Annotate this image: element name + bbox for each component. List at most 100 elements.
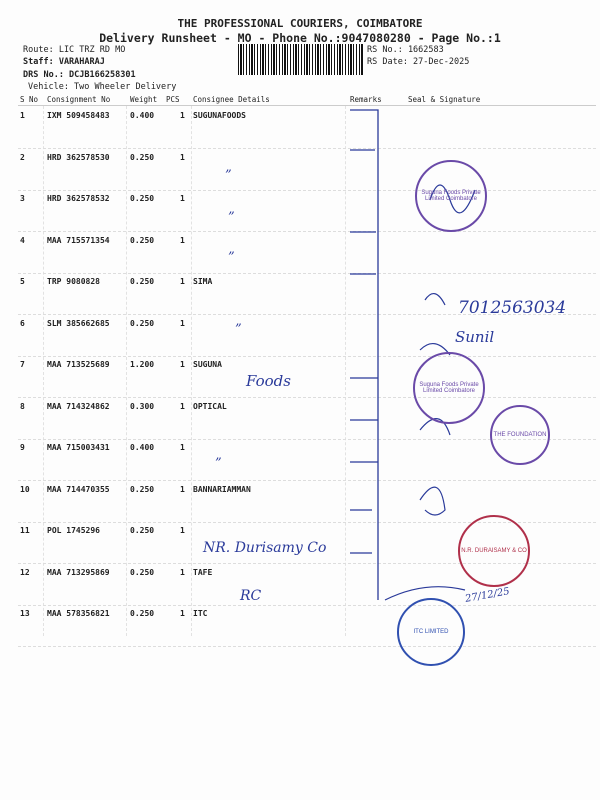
col-pcs: PCS	[166, 95, 180, 104]
pcs: 1	[180, 567, 185, 577]
s-no: 3	[20, 194, 25, 203]
consignment-no: SLM 385662685	[47, 318, 110, 328]
s-no: 11	[20, 526, 30, 535]
company-name: THE PROFESSIONAL COURIERS, COIMBATORE	[177, 17, 423, 30]
s-no: 9	[20, 443, 25, 452]
table-row: 10 MAA 714470355 0.250 1 BANNARIAMMAN	[18, 481, 596, 523]
handwritten-phone: 7012563034	[458, 298, 567, 318]
weight: 0.250	[130, 609, 155, 618]
table-row: 2 HRD 362578530 0.250 1	[18, 149, 596, 191]
ditto-mark: ”	[225, 168, 232, 183]
consignment-no: MAA 714470355	[47, 484, 110, 494]
s-no: 13	[20, 609, 30, 618]
consignment-no: HRD 362578530	[47, 152, 110, 162]
company-stamp: Suguna Foods Private Limited Coimbatore	[415, 160, 487, 232]
weight: 0.400	[130, 443, 155, 452]
s-no: 8	[20, 401, 25, 411]
pcs: 1	[180, 609, 185, 618]
weight: 0.250	[130, 318, 155, 328]
route: Route: LIC TRZ RD MO	[23, 45, 126, 55]
col-consignee: Consignee Details	[193, 95, 270, 104]
consignee: SUGUNA	[193, 360, 222, 369]
table-row: 1 IXM 509458483 0.400 1 SUGUNAFOODS	[18, 107, 596, 149]
col-consignment: Consignment No	[47, 95, 111, 104]
pcs: 1	[180, 401, 185, 411]
consignment-no: MAA 715571354	[47, 235, 110, 245]
table-row: 9 MAA 715003431 0.400 1	[18, 439, 596, 481]
pcs: 1	[180, 111, 185, 120]
company-stamp: N.R. DURAISAMY & CO	[458, 515, 530, 587]
col-sno: S No	[20, 95, 39, 104]
s-no: 12	[20, 567, 30, 577]
handwritten-rc: RC	[240, 588, 262, 604]
consignment-no: MAA 713525689	[47, 360, 110, 369]
weight: 0.250	[130, 277, 155, 286]
table-row: 12 MAA 713295869 0.250 1 TAFE	[18, 564, 596, 606]
weight: 0.250	[130, 152, 155, 162]
weight: 1.200	[130, 360, 155, 369]
s-no: 1	[20, 111, 25, 120]
handwritten-consignee: NR. Durisamy Co	[203, 540, 327, 556]
s-no: 10	[20, 484, 30, 494]
table-row: 11 POL 1745296 0.250 1	[18, 522, 596, 564]
ditto-mark: ”	[228, 250, 235, 265]
pcs: 1	[180, 443, 185, 452]
weight: 0.250	[130, 526, 155, 535]
consignee: ITC	[193, 609, 208, 618]
pcs: 1	[180, 318, 185, 328]
table-row: 7 MAA 713525689 1.200 1 SUGUNA	[18, 356, 596, 398]
company-stamp: ITC LIMITED	[397, 598, 465, 666]
s-no: 5	[20, 277, 25, 286]
consignment-no: TRP 9080828	[47, 277, 100, 286]
consignee: SUGUNAFOODS	[193, 111, 246, 120]
handwritten-name: Sunil	[455, 328, 495, 346]
pcs: 1	[180, 360, 185, 369]
pcs: 1	[180, 277, 185, 286]
table-header: S No Consignment No Weight PCS Consignee…	[18, 95, 596, 106]
vehicle: Vehicle: Two Wheeler Delivery	[28, 82, 177, 92]
weight: 0.250	[130, 484, 155, 494]
pcs: 1	[180, 152, 185, 162]
weight: 0.300	[130, 401, 155, 411]
runsheet-title: Delivery Runsheet - MO - Phone No.:90470…	[99, 31, 501, 45]
weight: 0.250	[130, 194, 155, 203]
table-row: 13 MAA 578356821 0.250 1 ITC	[18, 605, 596, 647]
consignee: TAFE	[193, 567, 213, 577]
s-no: 2	[20, 152, 25, 162]
weight: 0.400	[130, 111, 155, 120]
handwritten-foods: Foods	[246, 372, 291, 390]
company-stamp: Suguna Foods Private Limited Coimbatore	[413, 352, 485, 424]
pcs: 1	[180, 484, 185, 494]
consignee: OPTICAL	[193, 401, 227, 411]
consignment-no: MAA 713295869	[47, 567, 110, 577]
s-no: 7	[20, 360, 25, 369]
consignment-no: MAA 714324862	[47, 401, 110, 411]
consignment-no: HRD 362578532	[47, 194, 110, 203]
pcs: 1	[180, 194, 185, 203]
consignment-no: MAA 578356821	[47, 609, 110, 618]
table-row: 8 MAA 714324862 0.300 1 OPTICAL	[18, 398, 596, 440]
consignment-no: POL 1745296	[47, 526, 100, 535]
weight: 0.250	[130, 567, 155, 577]
company-stamp: THE FOUNDATION	[490, 405, 550, 465]
staff: Staff: VARAHARAJ	[23, 57, 105, 67]
drs-number: DRS No.: DCJB166258301	[23, 70, 136, 80]
rs-date: RS Date: 27-Dec-2025	[367, 57, 470, 67]
col-remarks: Remarks	[350, 95, 382, 104]
table-row: 3 HRD 362578532 0.250 1	[18, 190, 596, 232]
consignment-no: IXM 509458483	[47, 111, 110, 120]
barcode	[238, 44, 364, 75]
ditto-mark: ”	[235, 322, 242, 337]
col-seal: Seal & Signature	[408, 95, 481, 104]
ditto-mark: ”	[215, 456, 222, 471]
consignee: BANNARIAMMAN	[193, 484, 251, 494]
pcs: 1	[180, 526, 185, 535]
weight: 0.250	[130, 235, 155, 245]
col-weight: Weight	[130, 95, 158, 104]
consignment-no: MAA 715003431	[47, 443, 110, 452]
